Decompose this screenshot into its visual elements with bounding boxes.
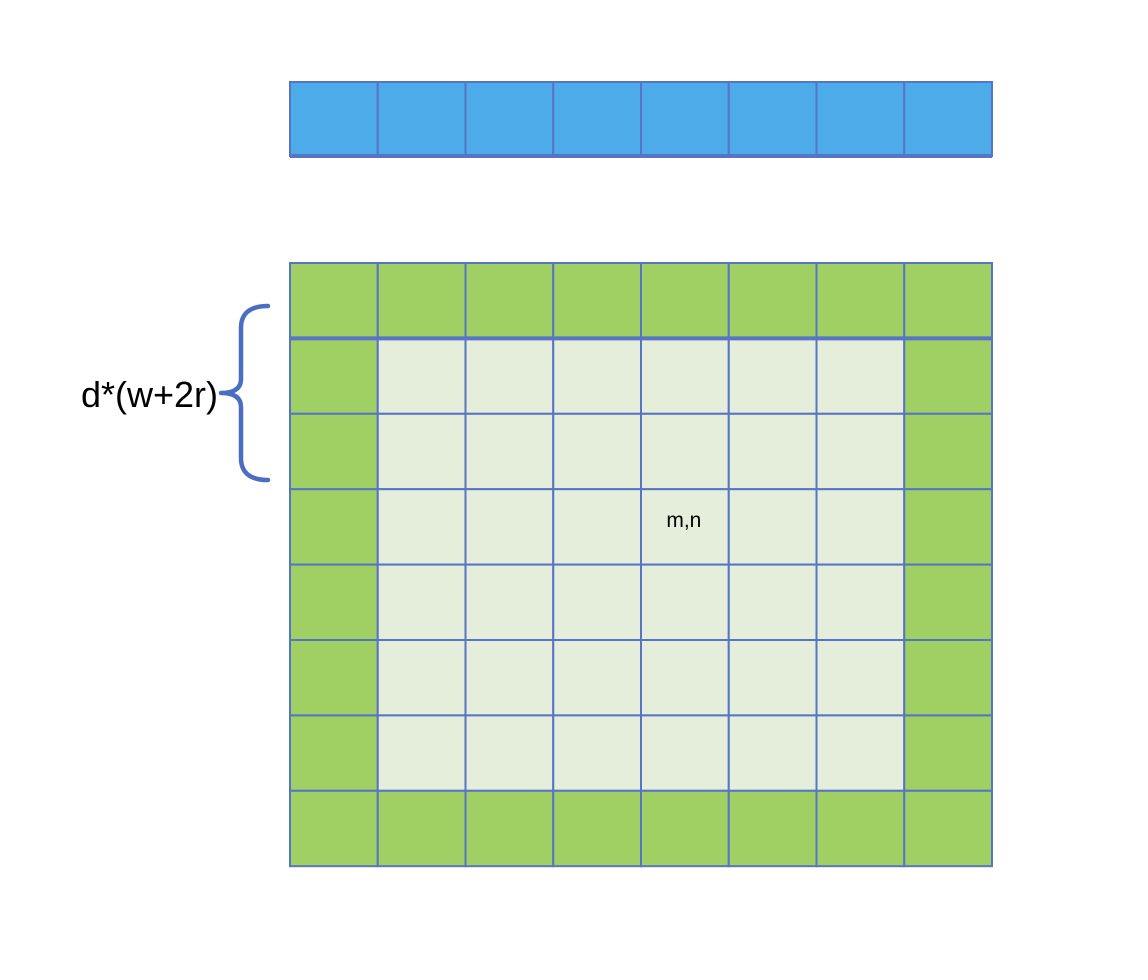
halo-cell — [903, 639, 993, 717]
interior-cell — [815, 488, 906, 566]
top-row-cell — [464, 81, 555, 157]
halo-cell — [289, 488, 379, 566]
interior-cell — [376, 488, 467, 566]
interior-cell — [727, 639, 818, 717]
halo-cell — [903, 262, 993, 340]
halo-cell — [289, 337, 379, 415]
halo-cell — [552, 789, 642, 868]
interior-cell — [376, 412, 467, 491]
halo-cell — [376, 789, 467, 868]
top-row-cell — [289, 81, 379, 157]
interior-cell — [464, 337, 555, 415]
top-row-cell — [640, 81, 730, 157]
interior-cell — [727, 488, 818, 566]
interior-cell — [727, 563, 818, 641]
halo-cell — [903, 714, 993, 792]
interior-cell — [552, 412, 642, 491]
halo-cell — [903, 337, 993, 415]
halo-cell — [727, 789, 818, 868]
interior-cell — [376, 563, 467, 641]
halo-cell — [903, 412, 993, 491]
halo-cell — [815, 262, 906, 340]
interior-cell — [640, 412, 730, 491]
interior-cell — [552, 714, 642, 792]
halo-cell — [289, 789, 379, 868]
interior-cell — [376, 639, 467, 717]
interior-cell — [815, 563, 906, 641]
halo-cell — [289, 412, 379, 491]
interior-cell — [464, 714, 555, 792]
halo-cell — [903, 563, 993, 641]
interior-cell — [727, 337, 818, 415]
halo-cell — [464, 262, 555, 340]
interior-cell — [464, 412, 555, 491]
top-row-cell — [552, 81, 642, 157]
interior-cell — [640, 563, 730, 641]
interior-cell — [640, 337, 730, 415]
interior-cell — [552, 488, 642, 566]
interior-cell — [464, 488, 555, 566]
interior-cell — [815, 412, 906, 491]
halo-cell — [376, 262, 467, 340]
halo-cell — [289, 563, 379, 641]
halo-cell — [289, 262, 379, 340]
interior-cell — [464, 639, 555, 717]
halo-cell — [815, 789, 906, 868]
interior-cell — [552, 639, 642, 717]
halo-cell — [640, 789, 730, 868]
brace-annotation: d*(w+2r) — [81, 303, 271, 483]
padded-grid — [289, 262, 993, 868]
top-row-cell — [903, 81, 993, 157]
halo-cell — [903, 488, 993, 566]
interior-cell — [552, 563, 642, 641]
interior-cell — [552, 337, 642, 415]
interior-cell — [815, 639, 906, 717]
halo-cell — [464, 789, 555, 868]
interior-cell — [640, 714, 730, 792]
interior-cell — [727, 714, 818, 792]
brace-label: d*(w+2r) — [81, 374, 218, 415]
halo-cell — [289, 639, 379, 717]
interior-cell — [464, 563, 555, 641]
top-row-cell — [376, 81, 467, 157]
halo-cell — [727, 262, 818, 340]
halo-cell — [289, 714, 379, 792]
halo-cell — [640, 262, 730, 340]
halo-cell — [903, 789, 993, 868]
top-row — [289, 81, 993, 158]
interior-cell — [376, 337, 467, 415]
interior-cell — [815, 337, 906, 415]
interior-cell — [640, 639, 730, 717]
top-row-cell — [815, 81, 906, 157]
interior-cell — [815, 714, 906, 792]
interior-cell — [727, 412, 818, 491]
curly-brace — [218, 303, 271, 483]
cell-label-m-n: m,n — [666, 509, 701, 532]
halo-cell — [552, 262, 642, 340]
interior-cell — [376, 714, 467, 792]
top-row-cell — [727, 81, 818, 157]
